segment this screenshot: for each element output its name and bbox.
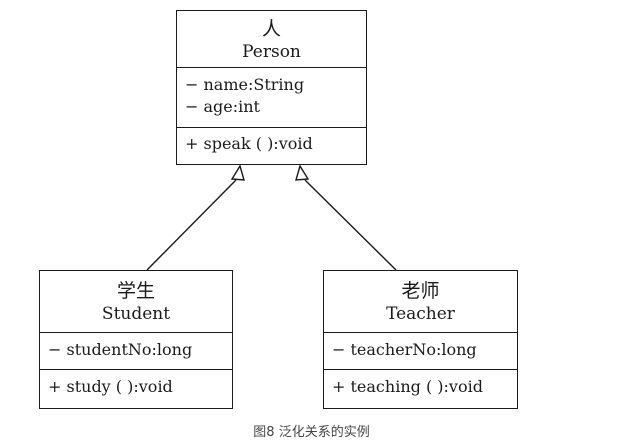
- teacher-to-person-arrowhead: [295, 164, 310, 181]
- teacher-attribute-teacherno: − teacherNo:long: [332, 340, 477, 359]
- person-attributes: − name:String − age:int: [177, 68, 366, 128]
- teacher-class: 老师 Teacher − teacherNo:long + teaching (…: [323, 270, 518, 409]
- teacher-to-person-line: [304, 179, 397, 271]
- person-operation-speak: + speak ( ):void: [185, 134, 313, 153]
- person-class-name-cn: 人: [261, 18, 281, 40]
- figure-caption: 图8 泛化关系的实例: [253, 425, 370, 440]
- teacher-class-name-en: Teacher: [386, 304, 455, 324]
- person-attribute-name: − name:String: [185, 75, 305, 94]
- teacher-attributes: − teacherNo:long: [324, 333, 517, 370]
- student-class: 学生 Student − studentNo:long + study ( ):…: [39, 270, 233, 409]
- person-operations: + speak ( ):void: [177, 128, 366, 164]
- teacher-class-header: 老师 Teacher: [324, 271, 517, 333]
- student-attributes: − studentNo:long: [40, 333, 232, 370]
- student-operation-study: + study ( ):void: [48, 377, 173, 396]
- student-operations: + study ( ):void: [40, 370, 232, 407]
- teacher-operations: + teaching ( ):void: [324, 370, 517, 407]
- person-class: 人 Person − name:String − age:int + speak…: [176, 10, 367, 165]
- student-class-name-en: Student: [101, 304, 171, 324]
- student-to-person-arrowhead: [230, 164, 245, 181]
- student-class-name-cn: 学生: [116, 280, 155, 302]
- person-attribute-age: − age:int: [185, 97, 260, 116]
- teacher-class-name-cn: 老师: [401, 280, 440, 302]
- student-attribute-studentno: − studentNo:long: [48, 340, 193, 359]
- person-class-header: 人 Person: [177, 11, 366, 68]
- teacher-operation-teaching: + teaching ( ):void: [332, 377, 483, 396]
- student-to-person-line: [146, 179, 237, 271]
- student-class-header: 学生 Student: [40, 271, 232, 333]
- person-class-name-en: Person: [242, 42, 301, 62]
